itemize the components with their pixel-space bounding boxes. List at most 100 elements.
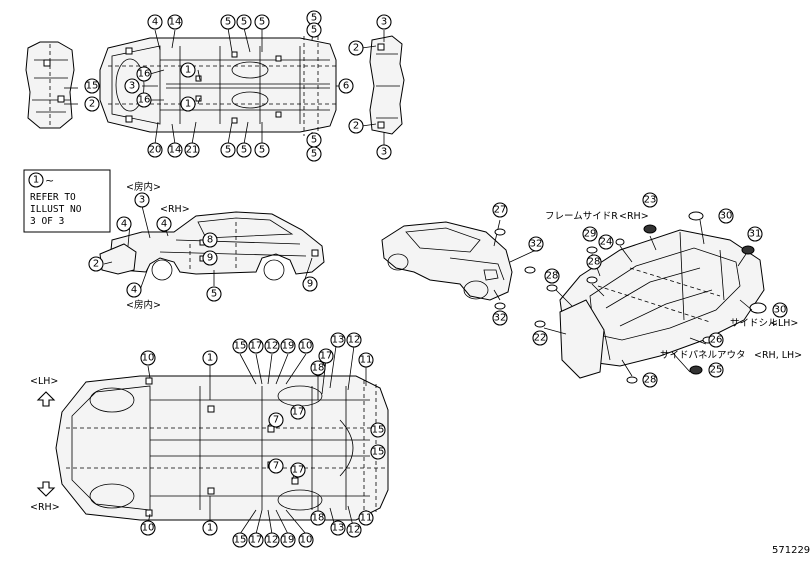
callout-7: 7 — [268, 412, 284, 428]
callout-number: 10 — [300, 535, 313, 546]
callout-circle — [236, 142, 252, 158]
callout-circle — [376, 144, 392, 160]
callout-number: 12 — [348, 525, 361, 536]
callout-28: 28 — [586, 254, 602, 270]
callout-number: 15 — [372, 425, 385, 436]
callout-circle — [202, 250, 218, 266]
callout-12: 12 — [264, 532, 280, 548]
callout-9: 9 — [202, 250, 218, 266]
callout-number: 8 — [207, 235, 213, 246]
callout-number: 1 — [207, 523, 213, 534]
callout-circle — [544, 268, 560, 284]
callout-15: 15 — [84, 78, 100, 94]
callout-32: 32 — [492, 310, 508, 326]
frame-side-r-rh-label: <RH> — [619, 211, 649, 222]
callout-14: 14 — [167, 14, 183, 30]
callout-number: 19 — [282, 535, 295, 546]
callout-18: 18 — [310, 510, 326, 526]
callout-number: 3 — [129, 81, 135, 92]
callout-number: 28 — [644, 375, 657, 386]
up-arrow-icon — [36, 391, 56, 407]
callout-3: 3 — [124, 78, 140, 94]
callout-circle — [180, 62, 196, 78]
callout-number: 5 — [311, 149, 317, 160]
callout-number: 14 — [169, 17, 182, 28]
side-sill-lh-label: <LH> — [770, 318, 798, 329]
callout-number: 7 — [273, 461, 279, 472]
rear-end-panel — [25, 41, 78, 129]
callout-number: 17 — [292, 465, 305, 476]
callout-28: 28 — [642, 372, 658, 388]
callout-circle — [348, 118, 364, 134]
callout-circle — [338, 78, 354, 94]
callout-number: 12 — [266, 535, 279, 546]
callout-number: 23 — [644, 195, 657, 206]
callout-circle — [290, 462, 306, 478]
callout-circle — [167, 14, 183, 30]
body-in-white-isometric — [534, 211, 767, 384]
callout-5: 5 — [254, 14, 270, 30]
callout-19: 19 — [280, 532, 296, 548]
callout-number: 2 — [353, 43, 359, 54]
callout-number: 5 — [259, 145, 265, 156]
callout-circle — [346, 332, 362, 348]
callout-1: 1 — [202, 350, 218, 366]
callout-circle — [264, 532, 280, 548]
callout-number: 1 — [207, 353, 213, 364]
callout-circle — [370, 422, 386, 438]
callout-circle — [358, 510, 374, 526]
callout-circle — [147, 142, 163, 158]
callout-circle — [348, 40, 364, 56]
callout-number: 5 — [241, 145, 247, 156]
callout-number: 15 — [372, 447, 385, 458]
callout-16: 16 — [136, 66, 152, 82]
callout-number: 12 — [348, 335, 361, 346]
callout-circle — [772, 302, 788, 318]
callout-8: 8 — [202, 232, 218, 248]
callout-1: 1 — [202, 520, 218, 536]
callout-number: 10 — [142, 523, 155, 534]
callout-circle — [136, 66, 152, 82]
down-arrow-icon — [36, 481, 56, 497]
callout-number: 29 — [584, 229, 597, 240]
callout-circle — [167, 142, 183, 158]
refer-box-line2: ILLUST NO — [30, 204, 82, 215]
callout-2: 2 — [88, 256, 104, 272]
callout-11: 11 — [358, 510, 374, 526]
callout-5: 5 — [306, 22, 322, 38]
callout-number: 16 — [138, 69, 151, 80]
refer-box-marker: 1 — [33, 175, 39, 186]
callout-29: 29 — [582, 226, 598, 242]
callout-19: 19 — [280, 338, 296, 354]
side-panel-outer-sides-label: <RH, LH> — [754, 350, 802, 361]
callout-circle — [206, 286, 222, 302]
callout-4: 4 — [147, 14, 163, 30]
callout-number: 5 — [311, 25, 317, 36]
callout-4: 4 — [116, 216, 132, 232]
callout-circle — [306, 22, 322, 38]
callout-10: 10 — [140, 350, 156, 366]
callout-10: 10 — [298, 532, 314, 548]
callout-3: 3 — [376, 14, 392, 30]
callout-15: 15 — [232, 532, 248, 548]
callout-number: 1 — [185, 99, 191, 110]
callout-number: 32 — [530, 239, 543, 250]
callout-circle — [202, 232, 218, 248]
callout-12: 12 — [346, 522, 362, 538]
callout-number: 28 — [546, 271, 559, 282]
callout-13: 13 — [330, 332, 346, 348]
callout-circle — [492, 310, 508, 326]
callout-circle — [184, 142, 200, 158]
callout-3: 3 — [134, 192, 150, 208]
lh-arrow-label: <LH> — [30, 376, 58, 387]
callout-number: 4 — [131, 285, 137, 296]
callout-circle — [220, 142, 236, 158]
callout-number: 28 — [588, 257, 601, 268]
callout-number: 26 — [710, 335, 723, 346]
callout-number: 6 — [343, 81, 349, 92]
callout-circle — [136, 92, 152, 108]
callout-circle — [232, 532, 248, 548]
callout-6: 6 — [338, 78, 354, 94]
callout-circle — [298, 532, 314, 548]
